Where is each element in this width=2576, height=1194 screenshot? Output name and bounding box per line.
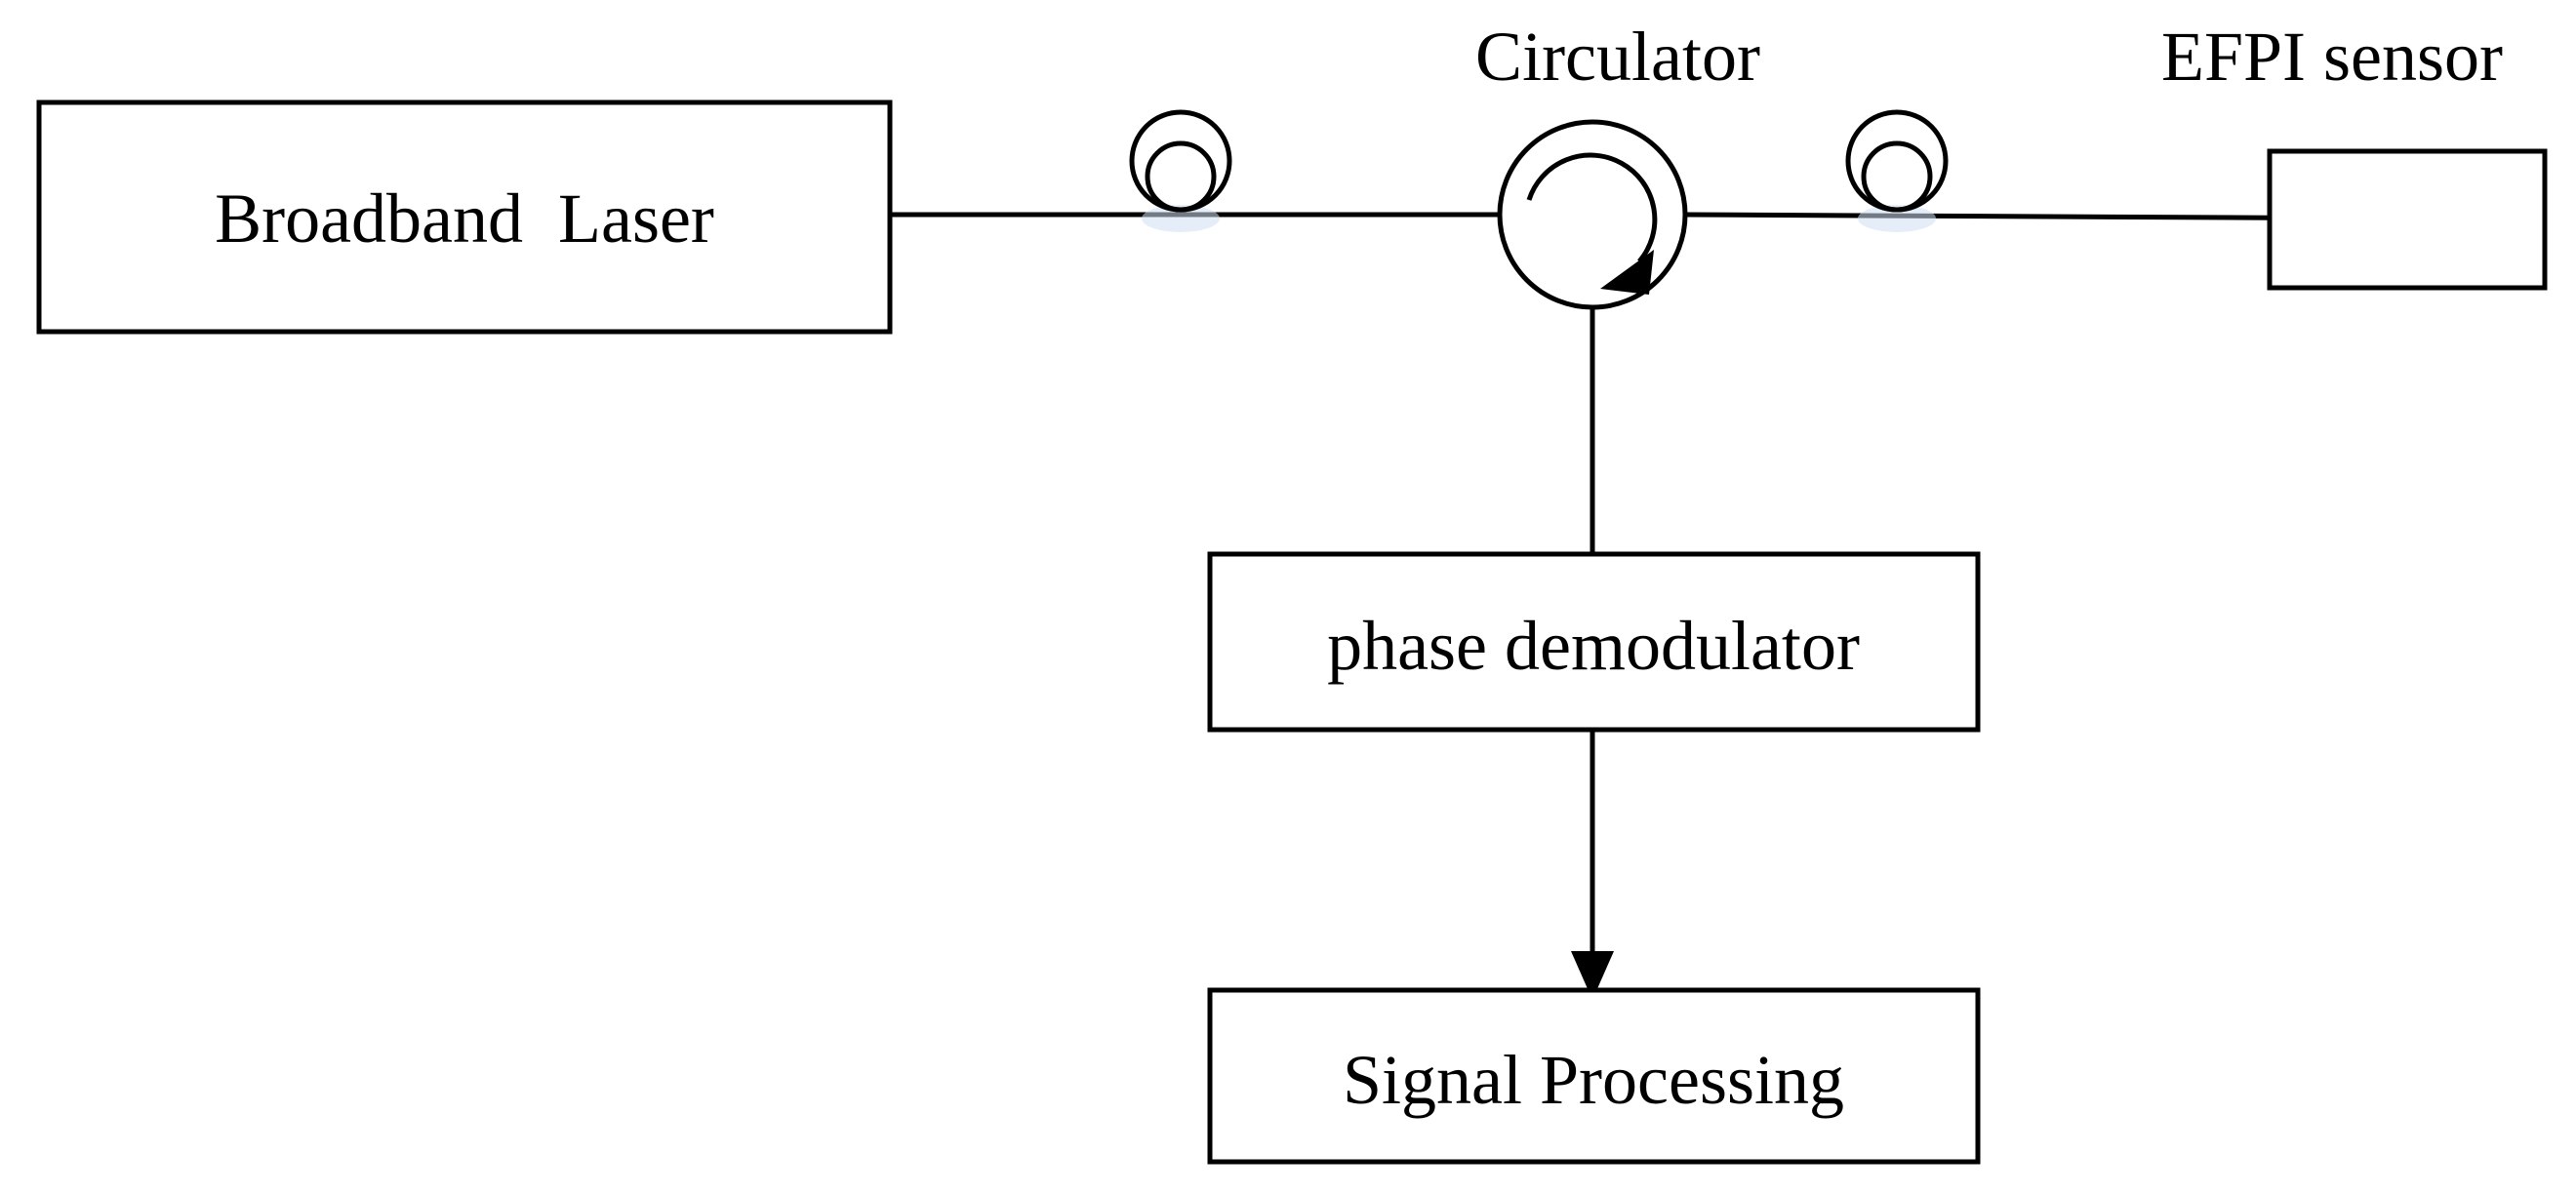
phase-demodulator-block: phase demodulator — [1207, 551, 1981, 733]
fiber-coil-2-icon — [1845, 109, 1949, 232]
signal-processing-label: Signal Processing — [1343, 1041, 1844, 1119]
broadband-laser-label: Broadband Laser — [215, 179, 714, 258]
phase-demodulator-label: phase demodulator — [1327, 607, 1860, 685]
broadband-laser-block: Broadband Laser — [36, 100, 893, 335]
arrow-demodulator-to-processing — [1571, 730, 1614, 1000]
circulator-label: Circulator — [1475, 18, 1760, 96]
fiber-coil-1-icon — [1129, 109, 1232, 232]
circulator-icon — [1497, 119, 1688, 310]
efpi-sensor-label: EFPI sensor — [2161, 18, 2503, 96]
signal-processing-block: Signal Processing — [1207, 987, 1981, 1165]
efpi-sensor-block: EFPI sensor — [2161, 18, 2548, 291]
